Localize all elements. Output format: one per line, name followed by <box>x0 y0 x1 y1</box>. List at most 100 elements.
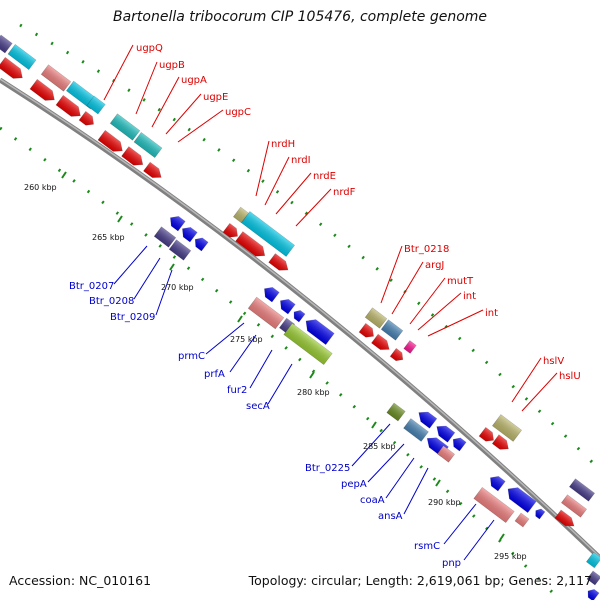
feature-block <box>389 347 404 362</box>
labels-bottom-blue: rsmC pnp <box>414 541 461 569</box>
feature-block <box>436 425 456 443</box>
feature-block <box>305 319 335 346</box>
feature-block <box>143 161 162 178</box>
tick-ring-inner <box>0 126 562 600</box>
leader-line <box>463 519 495 561</box>
gene-label-ugpC: ugpC <box>225 107 251 118</box>
feature-block <box>182 227 198 243</box>
leader-line <box>151 76 180 128</box>
feature-block <box>507 487 537 514</box>
kbp-ticks: 260 kbp 265 kbp 270 kbp 275 kbp 280 kbp … <box>24 171 527 561</box>
feature-block <box>280 299 296 315</box>
leader-line <box>113 245 148 285</box>
leader-line <box>511 357 542 403</box>
gene-label-ugpB: ugpB <box>159 60 185 71</box>
gene-label-prmC: prmC <box>178 351 205 362</box>
leader-line <box>275 172 312 215</box>
feature-block <box>264 287 280 303</box>
feature-block <box>364 307 388 329</box>
feature-block <box>585 551 600 569</box>
feature-block <box>380 319 404 341</box>
feature-block <box>358 322 374 338</box>
feature-block <box>0 56 23 79</box>
feature-block <box>587 589 600 600</box>
labels-mid-blue: prmC prfA fur2 secA <box>178 351 270 412</box>
gene-label-hslU: hslU <box>559 371 581 382</box>
labels-far-red: hslV hslU <box>543 356 581 382</box>
gene-label-mutT: mutT <box>447 276 474 287</box>
gene-label-rsmC: rsmC <box>414 541 440 552</box>
gene-label-Btr_0218: Btr_0218 <box>404 244 449 255</box>
leader-line <box>409 277 446 325</box>
gene-label-hslV: hslV <box>543 356 564 367</box>
leader-line <box>380 245 403 304</box>
gene-label-ugpQ: ugpQ <box>136 43 163 54</box>
map-title: Bartonella tribocorum CIP 105476, comple… <box>112 9 488 25</box>
feature-block <box>386 402 406 422</box>
feature-block <box>418 411 438 429</box>
label-leader-lines <box>103 44 558 561</box>
gene-label-ugpE: ugpE <box>203 92 228 103</box>
feature-block <box>514 512 530 528</box>
tick-label-295: 295 kbp <box>494 552 527 561</box>
gene-label-nrdI: nrdI <box>291 155 311 166</box>
tick-label-290: 290 kbp <box>428 498 461 507</box>
feature-block <box>535 508 546 520</box>
gene-label-ansA: ansA <box>378 511 403 522</box>
feature-block <box>170 216 186 232</box>
leader-line <box>177 109 224 143</box>
feature-block <box>153 226 177 248</box>
feature-block <box>283 322 333 366</box>
feature-block <box>55 94 81 117</box>
leader-line <box>391 261 424 315</box>
leader-line <box>249 349 273 389</box>
leader-line <box>165 93 202 135</box>
labels-right-blue: Btr_0225 pepA coaA ansA <box>305 463 403 522</box>
feature-block <box>86 95 106 115</box>
gene-label-fur2: fur2 <box>227 385 247 396</box>
leader-line <box>403 467 429 515</box>
gene-label-argJ: argJ <box>425 260 444 271</box>
feature-track <box>0 34 600 600</box>
feature-block <box>109 113 141 141</box>
feature-block <box>222 222 238 238</box>
gene-label-ugpA: ugpA <box>181 75 207 86</box>
feature-block <box>247 296 285 330</box>
feature-block <box>403 340 417 354</box>
feature-block <box>436 445 456 463</box>
leader-line <box>427 309 484 337</box>
feature-block <box>293 310 306 323</box>
feature-block <box>0 34 13 54</box>
feature-block <box>29 78 55 101</box>
tick-label-275: 275 kbp <box>230 335 263 344</box>
feature-block <box>491 434 509 450</box>
tick-label-285: 285 kbp <box>363 442 396 451</box>
tick-label-260: 260 kbp <box>24 183 57 192</box>
gene-label-Btr_0209: Btr_0209 <box>110 312 155 323</box>
leader-line <box>417 292 462 331</box>
tick-label-270: 270 kbp <box>161 283 194 292</box>
gene-label-int-1: int <box>463 291 476 302</box>
leader-line <box>295 188 332 227</box>
labels-top-red: ugpQ ugpB ugpA ugpE ugpC <box>136 43 251 118</box>
gene-label-Btr_0207: Btr_0207 <box>69 281 114 292</box>
leader-line <box>205 322 245 355</box>
leader-line <box>521 372 558 412</box>
leader-line <box>351 423 391 467</box>
feature-block <box>371 333 390 350</box>
labels-left-blue: Btr_0207 Btr_0208 Btr_0209 <box>69 281 155 323</box>
labels-right-red: Btr_0218 argJ mutT int int <box>404 244 498 319</box>
feature-block <box>168 239 192 261</box>
gene-label-secA: secA <box>246 401 270 412</box>
leader-line <box>135 61 158 115</box>
feature-block <box>554 509 575 527</box>
feature-block <box>268 253 289 271</box>
feature-block <box>478 426 494 442</box>
feature-block <box>560 494 588 518</box>
feature-block <box>194 237 209 252</box>
leader-line <box>367 443 405 483</box>
feature-block <box>491 414 523 442</box>
leader-line <box>267 363 293 405</box>
gene-label-Btr_0225: Btr_0225 <box>305 463 350 474</box>
